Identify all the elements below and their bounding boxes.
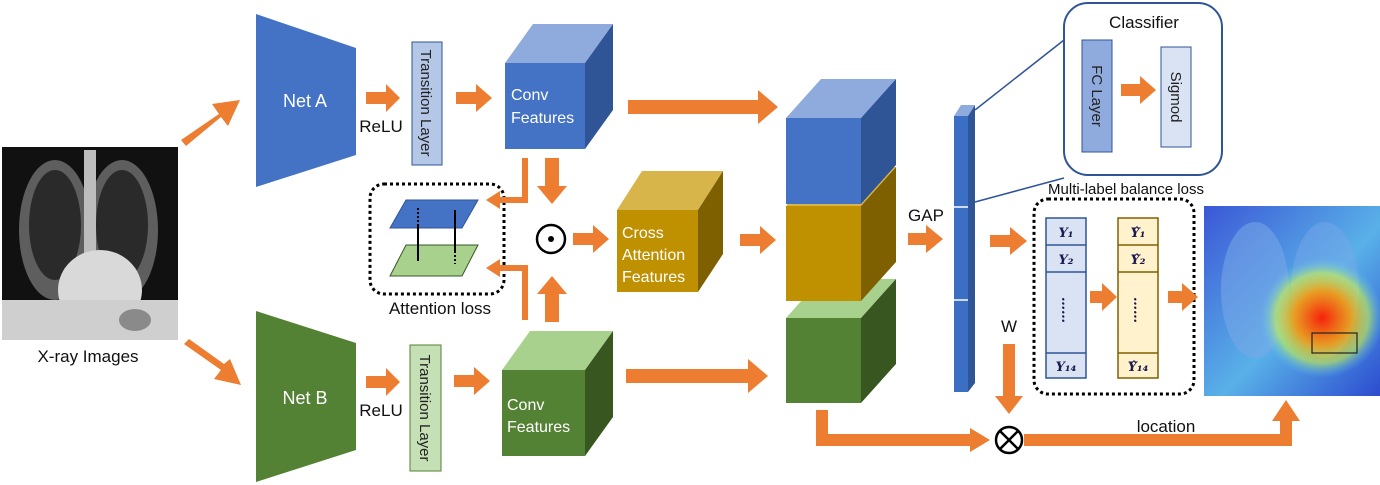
- fc-layer-label: FC Layer: [1088, 65, 1105, 127]
- attention-map-a: [389, 199, 479, 229]
- cross-label-3: Features: [622, 269, 685, 286]
- arrow-product-to-cross: [573, 225, 609, 253]
- net-b-relu-label: ReLU: [359, 401, 402, 420]
- net-b-conv-features-cube: [502, 331, 613, 456]
- classifier-title: Classifier: [1109, 13, 1179, 32]
- net-b-conv-label-2: Features: [507, 419, 570, 436]
- net-a-label: Net A: [283, 91, 327, 111]
- input-label: X-ray Images: [37, 347, 138, 366]
- gt-label-1: 𝒀₁: [1059, 226, 1074, 241]
- arrow-conv-b-to-product: [537, 276, 567, 322]
- arrow-gt-to-pred: [1090, 283, 1117, 311]
- xray-input-image: [2, 147, 178, 340]
- arrow-weight-down: [995, 344, 1023, 414]
- gap-label: GAP: [908, 206, 944, 225]
- cross-label-1: Cross: [622, 225, 664, 242]
- pred-label-2: 𝒀̂₂: [1131, 253, 1146, 268]
- gt-label-ellipsis: ……: [1058, 297, 1073, 323]
- arrow-cross-to-fusion: [740, 226, 776, 254]
- heatmap-output-image: [1204, 206, 1380, 396]
- net-a-relu-label: ReLU: [359, 117, 402, 136]
- arrow-transition-to-conv-b: [454, 367, 490, 395]
- arrow-gap-to-balance: [990, 227, 1027, 255]
- net-b-transition-label: Transition Layer: [416, 355, 433, 462]
- net-a-transition-label: Transition Layer: [417, 50, 434, 157]
- arrow-stack-to-gap: [908, 225, 943, 253]
- cross-label-2: Attention: [622, 247, 685, 264]
- location-label: location: [1137, 417, 1196, 436]
- net-a-transition-layer: [411, 41, 443, 166]
- balance-loss-title: Multi-label balance loss: [1048, 181, 1204, 198]
- ground-truth-vector: [1045, 217, 1087, 379]
- arrow-image-to-net-a: [181, 100, 240, 146]
- sigmoid-label: Sigmod: [1167, 72, 1184, 123]
- net-b-label: Net B: [282, 388, 327, 408]
- cross-attention-features-cube: [617, 171, 723, 292]
- arrow-conv-a-to-attention: [498, 158, 528, 203]
- attention-loss-label: Attention loss: [389, 299, 491, 318]
- arrow-location-to-heatmap: [1024, 418, 1292, 446]
- net-a-conv-label-2: Features: [511, 110, 574, 127]
- net-a-conv-label-1: Conv: [511, 87, 548, 104]
- net-a-block: [256, 14, 356, 187]
- fused-feature-stack: [786, 79, 896, 403]
- arrow-stack-to-location: [816, 410, 972, 446]
- pred-label-14: 𝒀̂₁₄: [1128, 360, 1149, 375]
- net-b-block: [256, 311, 356, 482]
- arrow-net-a-to-transition: [366, 84, 400, 112]
- arrow-fc-to-sigmoid: [1121, 76, 1156, 104]
- arrow-conv-b-to-attention: [498, 265, 528, 320]
- gt-label-14: 𝒀₁₄: [1056, 360, 1077, 375]
- fc-layer-block: [1081, 39, 1113, 153]
- arrow-conv-b-to-fusion: [626, 359, 768, 393]
- gap-vector: [954, 105, 975, 392]
- net-b-conv-label-1: Conv: [507, 397, 544, 414]
- arrow-conv-a-to-fusion: [628, 90, 778, 124]
- arrow-net-b-to-transition: [366, 368, 400, 396]
- arrow-balance-to-heatmap: [1168, 283, 1198, 311]
- net-a-conv-features-cube: [505, 24, 613, 149]
- balance-loss-box: [1032, 197, 1196, 396]
- arrow-conv-a-to-product: [537, 158, 567, 204]
- arrow-transition-to-conv-a: [456, 84, 492, 112]
- pred-label-1: 𝒀̂₁: [1131, 226, 1146, 241]
- sigmoid-block: [1160, 46, 1192, 148]
- weight-label: W: [1001, 317, 1017, 336]
- attention-loss-box: [368, 182, 506, 296]
- pred-label-ellipsis: ……: [1130, 297, 1145, 323]
- arrow-image-to-net-b: [184, 339, 241, 385]
- net-b-transition-layer: [409, 344, 442, 472]
- attention-map-b: [389, 244, 479, 277]
- prediction-vector: [1117, 217, 1159, 379]
- gt-label-2: 𝒀₂: [1059, 253, 1074, 268]
